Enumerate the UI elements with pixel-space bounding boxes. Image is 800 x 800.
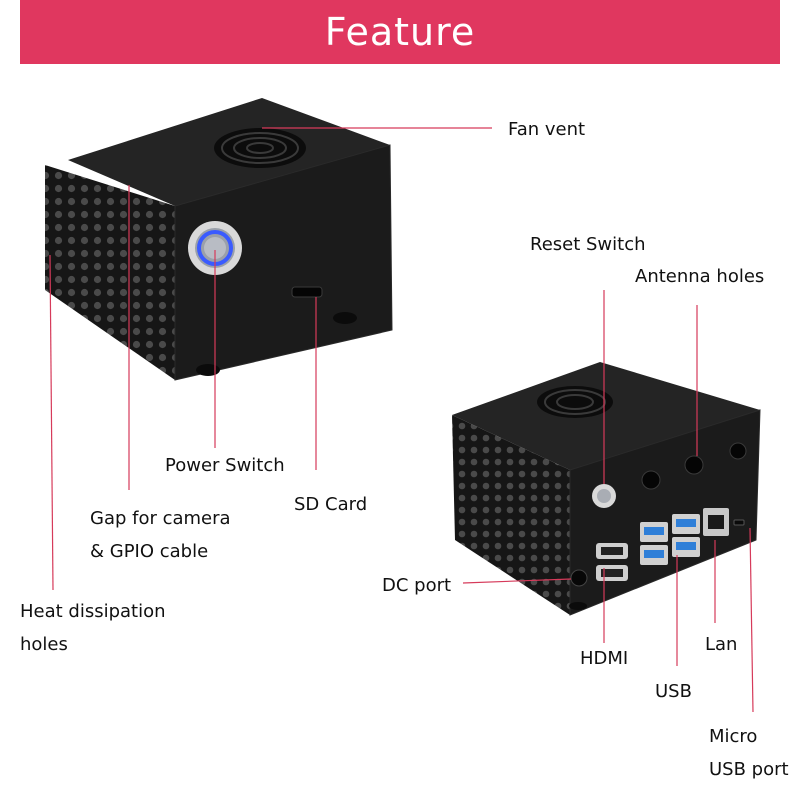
- leader-micro-usb: [749, 527, 754, 713]
- case1-fan-vent: [214, 128, 306, 168]
- case-rear-view: [452, 362, 761, 616]
- label-heat-dissipation: Heat dissipation holes: [20, 601, 166, 655]
- leader-lines: [49, 127, 754, 713]
- label-reset-switch: Reset Switch: [530, 234, 646, 255]
- banner-title: Feature: [324, 10, 476, 54]
- case-front-view: [45, 98, 393, 381]
- label-usb: USB: [655, 681, 692, 702]
- case2-fan-vent: [537, 386, 613, 418]
- label-micro-usb-port: Micro USB port: [709, 726, 789, 780]
- label-lan: Lan: [705, 634, 738, 655]
- antenna-hole-3: [729, 442, 747, 460]
- label-power-switch: Power Switch: [165, 455, 285, 476]
- label-hdmi: HDMI: [580, 648, 629, 669]
- label-gap-camera-gpio: Gap for camera & GPIO cable: [90, 508, 231, 562]
- leader-heat: [49, 254, 54, 591]
- label-dc-port: DC port: [382, 575, 452, 596]
- case2-top: [452, 362, 760, 470]
- label-sd-card: SD Card: [294, 494, 368, 515]
- label-fan-vent: Fan vent: [508, 119, 586, 140]
- antenna-hole-1: [641, 470, 661, 490]
- sd-card-slot: [291, 286, 323, 298]
- leader-dc-port: [462, 578, 572, 584]
- dc-port: [570, 569, 588, 587]
- antenna-hole-2: [684, 455, 704, 475]
- case2-side-holes: [452, 415, 570, 615]
- label-antenna-holes: Antenna holes: [635, 266, 765, 287]
- feature-banner: Feature: [20, 0, 780, 64]
- micro-usb-port: [733, 519, 745, 526]
- case1-side-holes: [45, 165, 175, 380]
